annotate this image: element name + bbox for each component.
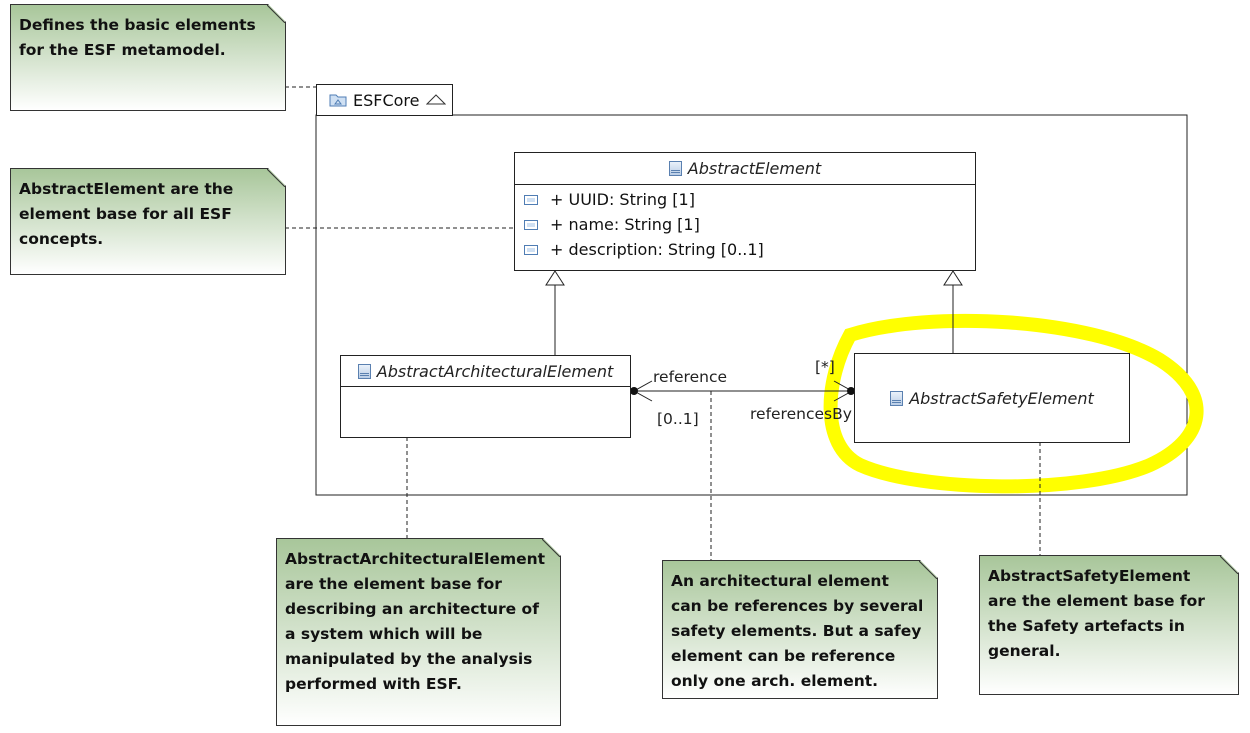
attribute-label: + description: String [0..1] [550,240,764,259]
note-line: AbstractElement are the [19,180,234,198]
class-name: AbstractElement [687,159,822,178]
note-line: performed with ESF. [285,675,462,693]
association-end-dot [847,387,855,395]
note-safety-element[interactable]: AbstractSafetyElement are the element ba… [979,555,1239,695]
note-line: Defines the basic elements [19,16,256,34]
note-line: manipulated by the analysis [285,650,533,668]
generalization-arrowhead [545,270,565,286]
note-line: concepts. [19,230,104,248]
note-line: are the element base for [285,575,502,593]
attribute-row[interactable]: + name: String [1] [515,212,975,237]
target-role-label: referencesBy [750,405,852,423]
note-line: safety elements. But a safey [671,622,922,640]
attribute-label: + name: String [1] [550,215,700,234]
attribute-icon [524,219,538,230]
note-line: AbstractSafetyElement [988,567,1191,585]
package-folder-icon [329,94,347,107]
note-line: are the element base for [988,592,1205,610]
class-icon [357,363,371,379]
package-name: ESFCore [353,90,420,110]
generalization-arrowhead [943,270,963,286]
class-abstract-architectural-element[interactable]: AbstractArchitecturalElement [340,355,631,438]
note-line: a system which will be [285,625,483,643]
package-frame [315,114,1188,496]
package-tab[interactable]: ESFCore [316,84,453,116]
note-line: general. [988,642,1061,660]
class-name: AbstractArchitecturalElement [376,361,614,381]
attribute-label: + UUID: String [1] [550,190,695,209]
note-association[interactable]: An architectural element can be referenc… [662,560,938,699]
triangle-up-icon[interactable] [425,94,446,106]
note-line: can be references by several [671,597,924,615]
attribute-icon [524,194,538,205]
class-icon [668,161,682,176]
target-multiplicity-label: [*] [815,358,835,376]
note-abstract-element[interactable]: AbstractElement are the element base for… [10,168,286,275]
association-end-dot [630,387,638,395]
source-role-label: reference [653,368,728,386]
class-abstract-element[interactable]: AbstractElement + UUID: String [1] + nam… [514,152,976,271]
note-line: the Safety artefacts in [988,617,1185,635]
source-multiplicity-label: [0..1] [657,410,699,428]
attribute-row[interactable]: + description: String [0..1] [515,237,975,262]
note-line: for the ESF metamodel. [19,41,226,59]
class-abstract-safety-element[interactable]: AbstractSafetyElement [854,353,1130,443]
yellow-highlight-scribble [823,313,1204,494]
class-icon [890,390,904,406]
note-package[interactable]: Defines the basic elements for the ESF m… [10,4,286,111]
note-line: element can be reference [671,647,896,665]
note-line: AbstractArchitecturalElement [285,550,546,568]
class-name: AbstractSafetyElement [909,388,1094,408]
attribute-row[interactable]: + UUID: String [1] [515,187,975,212]
note-line: element base for all ESF [19,205,232,223]
attribute-icon [524,244,538,255]
note-line: describing an architecture of [285,600,539,618]
note-line: only one arch. element. [671,672,879,690]
note-line: An architectural element [671,572,889,590]
note-architectural-element[interactable]: AbstractArchitecturalElement are the ele… [276,538,561,726]
